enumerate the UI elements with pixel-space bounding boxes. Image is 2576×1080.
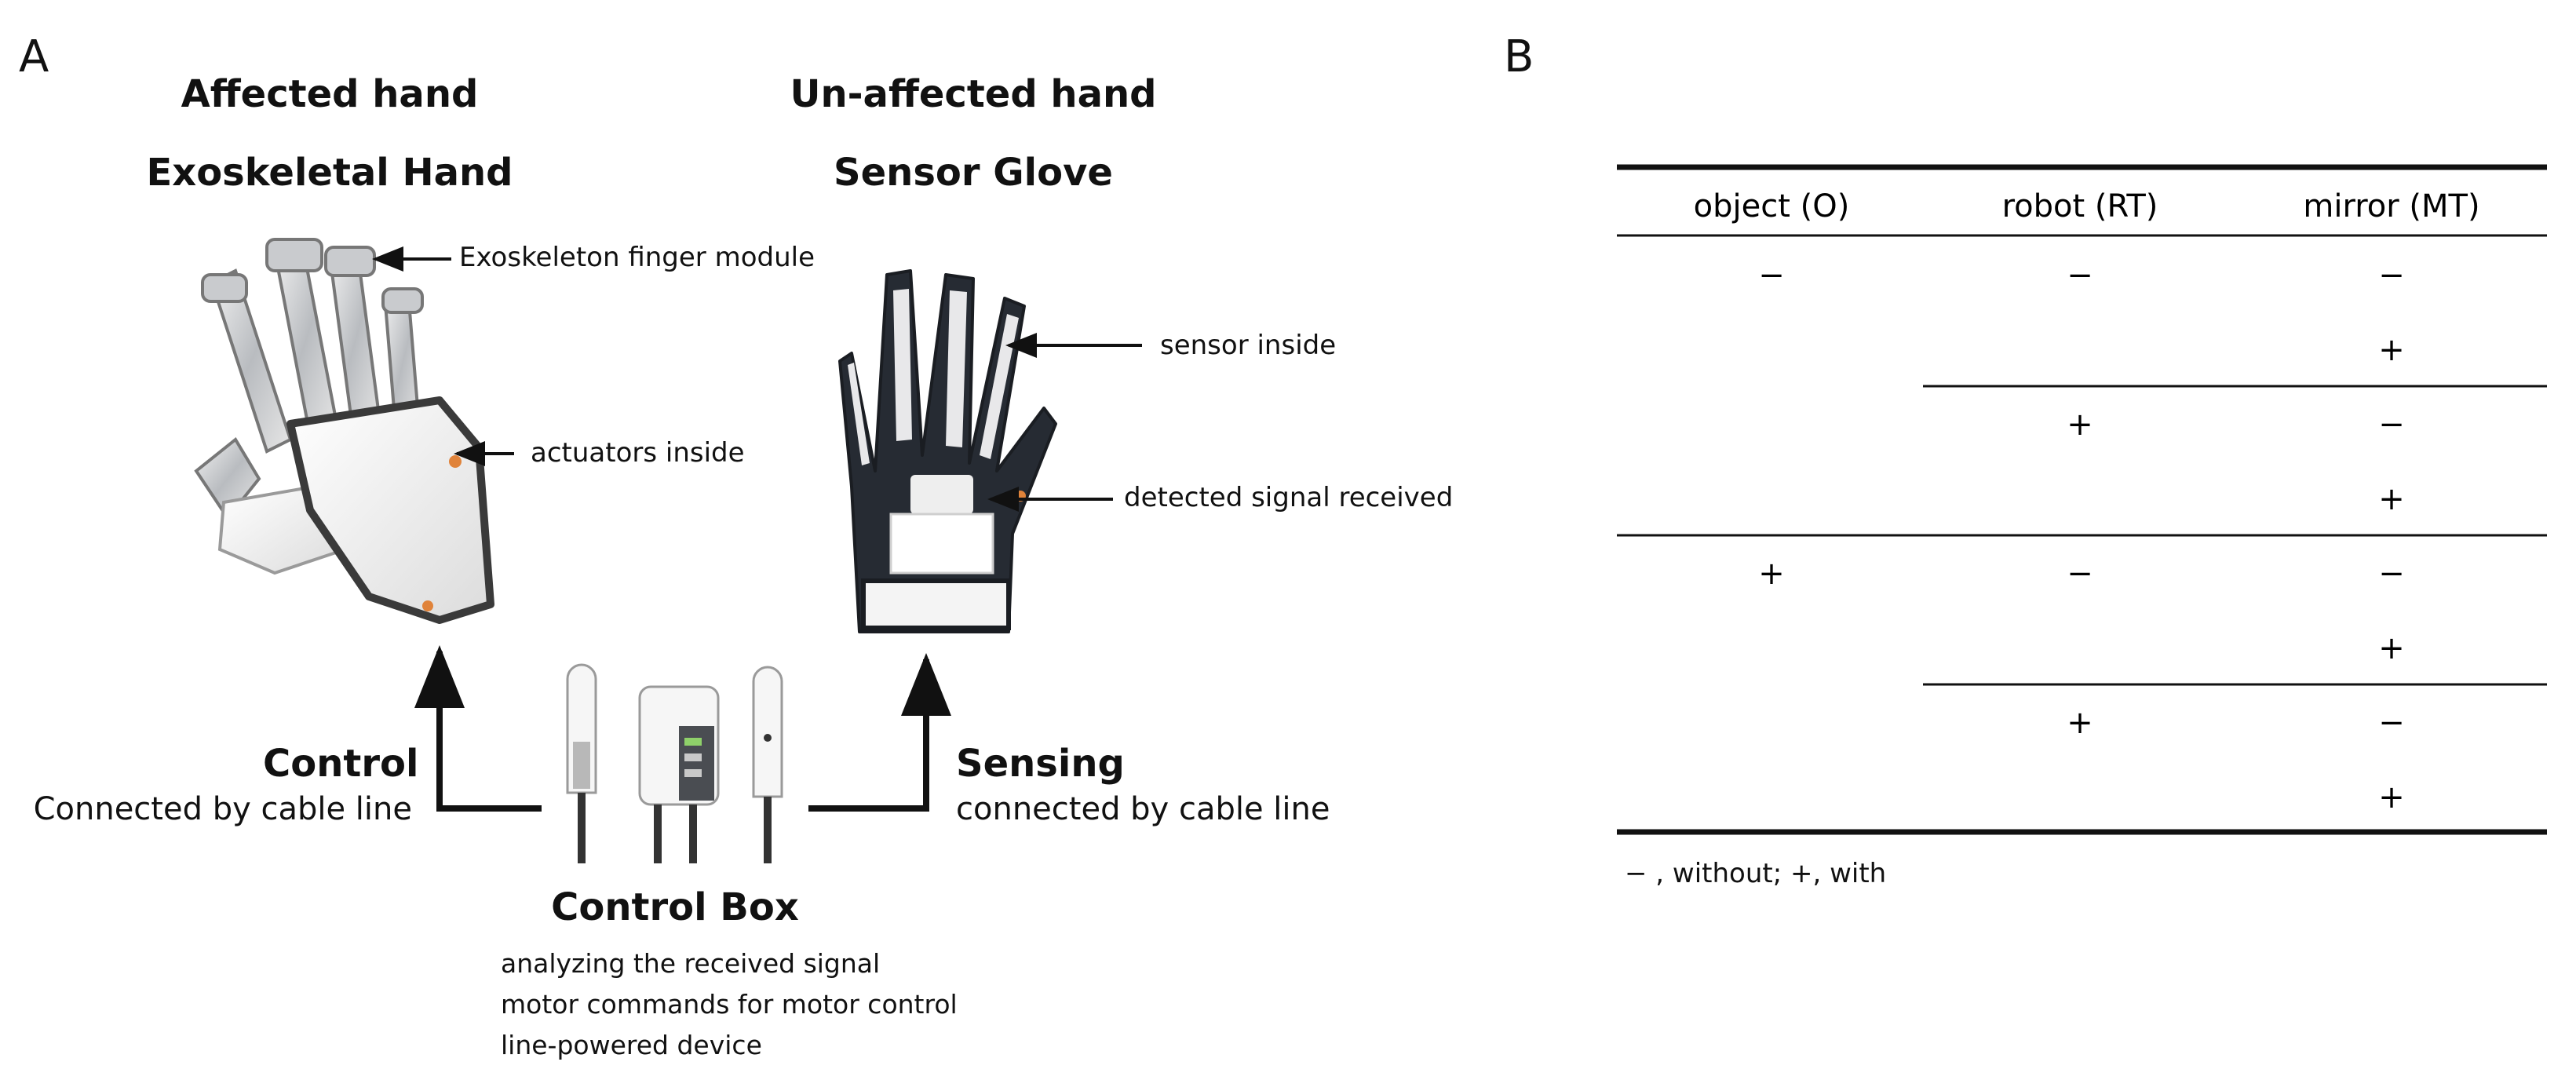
table-row: +− — [2067, 407, 2405, 443]
finger-module-callout: Exoskeleton finger module — [459, 242, 815, 273]
table-cell: − — [2378, 407, 2405, 443]
panel-a-label: A — [19, 31, 49, 82]
table-row: + — [2378, 779, 2405, 815]
table-cell: − — [2067, 556, 2093, 592]
control-box-image — [566, 663, 783, 863]
exoskeleton-finger-modules — [194, 238, 424, 521]
table-body: −−−++−++−−++−+ — [1758, 257, 2405, 815]
table-column-header: robot (RT) — [2002, 188, 2158, 224]
table-cell: − — [1758, 257, 1785, 294]
table-cell: − — [2378, 556, 2405, 592]
table-cell: − — [2378, 257, 2405, 294]
table-row: + − − — [1758, 556, 2405, 592]
table-row: + — [2378, 630, 2405, 666]
table-cell: + — [2067, 407, 2093, 443]
exoskeletal-hand-heading: Exoskeletal Hand — [146, 151, 513, 195]
exoskeletal-hand-image — [194, 238, 494, 624]
table-cell: + — [2378, 332, 2405, 368]
table-cell: + — [2067, 705, 2093, 741]
control-box-line-3: line-powered device — [501, 1030, 762, 1060]
table-header: object (O) robot (RT) mirror (MT) — [1694, 188, 2480, 224]
table-footnote: − , without; +, with — [1625, 858, 1887, 889]
sensing-subtitle: connected by cable line — [956, 791, 1330, 827]
table-cell: − — [2067, 257, 2093, 294]
sensor-glove-image — [838, 269, 1057, 633]
table-column-header: mirror (MT) — [2303, 188, 2479, 224]
affected-hand-heading: Affected hand — [181, 72, 479, 116]
table-column-header: object (O) — [1694, 188, 1850, 224]
control-box-line-1: analyzing the received signal — [501, 948, 881, 979]
table-cell: + — [2378, 481, 2405, 517]
panel-b-label: B — [1504, 31, 1534, 82]
sensor-glove-heading: Sensor Glove — [834, 151, 1113, 195]
table-row: −−− — [1758, 257, 2405, 294]
sensor-callout: sensor inside — [1160, 330, 1337, 361]
table-cell: + — [1758, 556, 1785, 592]
sensing-flow-arrow — [808, 653, 951, 812]
table-cell: + — [2378, 779, 2405, 815]
table-row: +− — [2067, 705, 2405, 741]
signal-callout: detected signal received — [1124, 482, 1454, 513]
table-row: + — [2378, 481, 2405, 517]
actuators-callout: actuators inside — [531, 437, 745, 469]
control-box-title: Control Box — [551, 885, 799, 929]
control-flow-arrow — [414, 645, 542, 812]
table-cell: + — [2378, 630, 2405, 666]
control-subtitle: Connected by cable line — [33, 791, 412, 827]
table-cell: − — [2378, 705, 2405, 741]
unaffected-hand-heading: Un-affected hand — [790, 72, 1157, 116]
control-title: Control — [263, 742, 419, 786]
table-row: + — [2378, 332, 2405, 368]
control-box-line-2: motor commands for motor control — [501, 989, 958, 1020]
sensing-title: Sensing — [956, 742, 1125, 786]
